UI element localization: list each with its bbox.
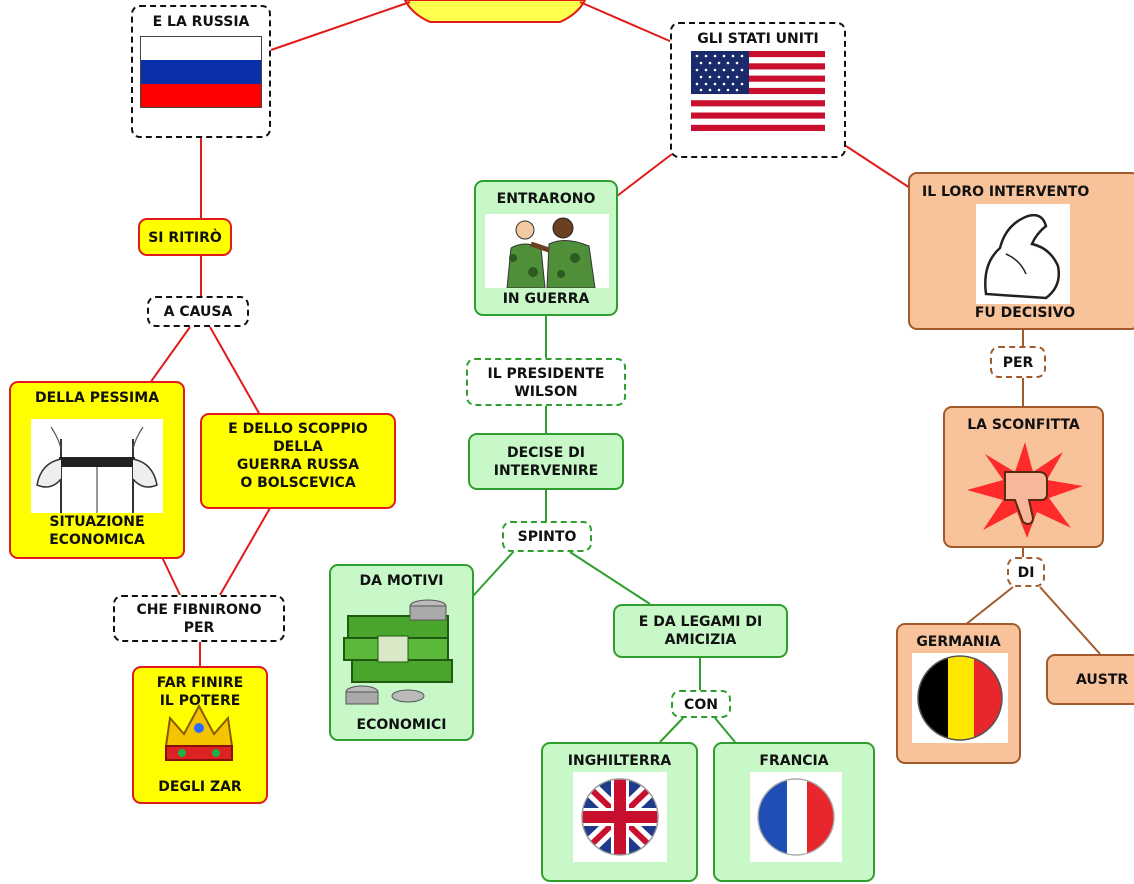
node-germania-label: GERMANIA [916, 634, 1001, 650]
node-usa[interactable]: GLI STATI UNITI [670, 22, 846, 158]
node-entrarono[interactable]: ENTRARONO IN GUERRA [474, 180, 618, 316]
node-motivi-bottom-label: ECONOMICI [356, 717, 447, 733]
crown-icon [160, 698, 238, 774]
node-entrarono-top-label: ENTRARONO [496, 191, 596, 207]
node-francia-label: FRANCIA [759, 753, 829, 769]
node-intervento-bottom-label: FU DECISIVO [974, 305, 1076, 321]
node-russia-label: E LA RUSSIA [152, 14, 250, 30]
uk-flag-icon [573, 772, 667, 862]
node-si-ritiro-label: SI RITIRÒ [148, 230, 222, 246]
node-far-finire-top-label: FAR FINIRE IL POTERE [156, 675, 244, 709]
node-sconfitta[interactable]: LA SCONFITTA [943, 406, 1104, 548]
node-sconfitta-label: LA SCONFITTA [967, 417, 1080, 433]
node-russia[interactable]: E LA RUSSIA [131, 5, 271, 138]
node-scoppio-label: E DELLO SCOPPIO DELLA GUERRA RUSSA O BOL… [228, 421, 368, 491]
node-spinto[interactable]: SPINTO [502, 521, 592, 552]
node-che-finirono-label: CHE FIBNIRONO PER [136, 602, 262, 636]
node-per-label: PER [1002, 355, 1034, 371]
node-germania[interactable]: GERMANIA [896, 623, 1021, 764]
node-francia[interactable]: FRANCIA [713, 742, 875, 882]
node-motivi[interactable]: DA MOTIVI ECONOMICI [329, 564, 474, 741]
node-scoppio[interactable]: E DELLO SCOPPIO DELLA GUERRA RUSSA O BOL… [200, 413, 396, 509]
node-legami[interactable]: E DA LEGAMI DI AMICIZIA [613, 604, 788, 658]
node-wilson-label: IL PRESIDENTE WILSON [487, 366, 605, 400]
node-con-label: CON [684, 697, 718, 713]
us-flag-icon [691, 51, 825, 131]
flexed-arm-icon [976, 204, 1070, 304]
node-spinto-label: SPINTO [517, 529, 577, 545]
node-decise[interactable]: DECISE DI INTERVENIRE [468, 433, 624, 490]
node-entrarono-bottom-label: IN GUERRA [502, 291, 590, 307]
node-legami-label: E DA LEGAMI DI AMICIZIA [638, 614, 763, 648]
node-far-finire[interactable]: FAR FINIRE IL POTERE DEGLI ZAR [132, 666, 268, 804]
node-con[interactable]: CON [671, 690, 731, 718]
node-a-causa[interactable]: A CAUSA [147, 296, 249, 327]
node-intervento[interactable]: IL LORO INTERVENTO FU DECISIVO [908, 172, 1134, 330]
node-pessima-bottom-label: SITUAZIONE ECONOMICA [49, 514, 145, 548]
node-per[interactable]: PER [990, 346, 1046, 378]
node-wilson[interactable]: IL PRESIDENTE WILSON [466, 358, 626, 406]
node-austria[interactable]: AUSTR [1046, 654, 1134, 705]
node-usa-label: GLI STATI UNITI [697, 31, 819, 47]
node-che-finirono[interactable]: CHE FIBNIRONO PER [113, 595, 285, 642]
node-intervento-top-label: IL LORO INTERVENTO [922, 184, 1090, 200]
node-decise-label: DECISE DI INTERVENIRE [493, 445, 599, 479]
node-austria-label: AUSTR [1076, 672, 1129, 688]
node-inghilterra[interactable]: INGHILTERRA [541, 742, 698, 882]
node-inghilterra-label: INGHILTERRA [567, 753, 672, 769]
node-far-finire-bottom-label: DEGLI ZAR [158, 779, 242, 795]
node-pessima-top-label: DELLA PESSIMA [34, 390, 160, 406]
node-motivi-top-label: DA MOTIVI [359, 573, 444, 589]
node-di[interactable]: DI [1007, 557, 1045, 587]
empty-pockets-icon [31, 419, 163, 513]
russian-flag-icon [140, 36, 262, 108]
node-di-label: DI [1017, 565, 1035, 581]
thumbs-down-icon [967, 442, 1083, 538]
soldiers-icon [485, 214, 609, 289]
node-a-causa-label: A CAUSA [163, 304, 233, 320]
france-flag-icon [750, 772, 842, 862]
node-pessima[interactable]: DELLA PESSIMA SITUAZIONE ECONOMICA [9, 381, 185, 559]
money-stacks-icon [338, 596, 466, 710]
node-si-ritiro[interactable]: SI RITIRÒ [138, 218, 232, 256]
germany-flag-icon [912, 653, 1008, 743]
